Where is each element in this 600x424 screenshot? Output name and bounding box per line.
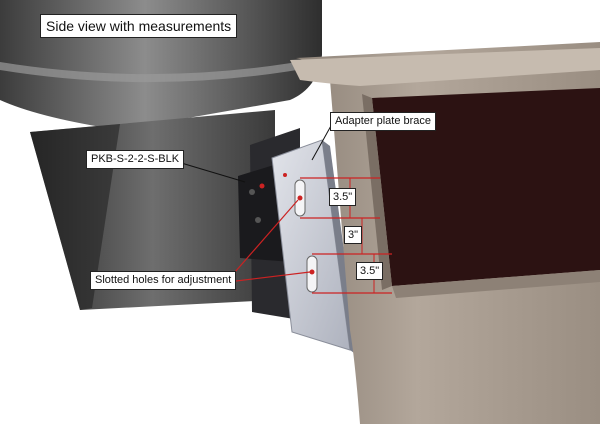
- leader-brace: [311, 123, 333, 161]
- leader-part: [177, 161, 246, 183]
- hopper-shadow-band: [30, 124, 120, 310]
- adapter-plate-brace-label: Adapter plate brace: [330, 112, 437, 131]
- slot-spacing-measurement: 3": [344, 226, 363, 244]
- housing-frame-lip: [290, 48, 600, 86]
- upper-slot-measurement: 3.5": [329, 188, 357, 206]
- part-number-label: PKB-S-2-2-S-BLK: [86, 150, 185, 169]
- leader-slot-upper: [227, 199, 299, 281]
- hopper-rim-highlight: [0, 58, 320, 83]
- leader-slot-lower: [227, 271, 311, 283]
- slotted-holes-label: Slotted holes for adjustment: [90, 271, 237, 290]
- housing-lower-bevel: [392, 270, 600, 298]
- housing-panel: [372, 88, 600, 286]
- housing-panel-bevel: [362, 94, 392, 290]
- view-title: Side view with measurements: [40, 14, 238, 38]
- lower-slot-measurement: 3.5": [356, 262, 384, 280]
